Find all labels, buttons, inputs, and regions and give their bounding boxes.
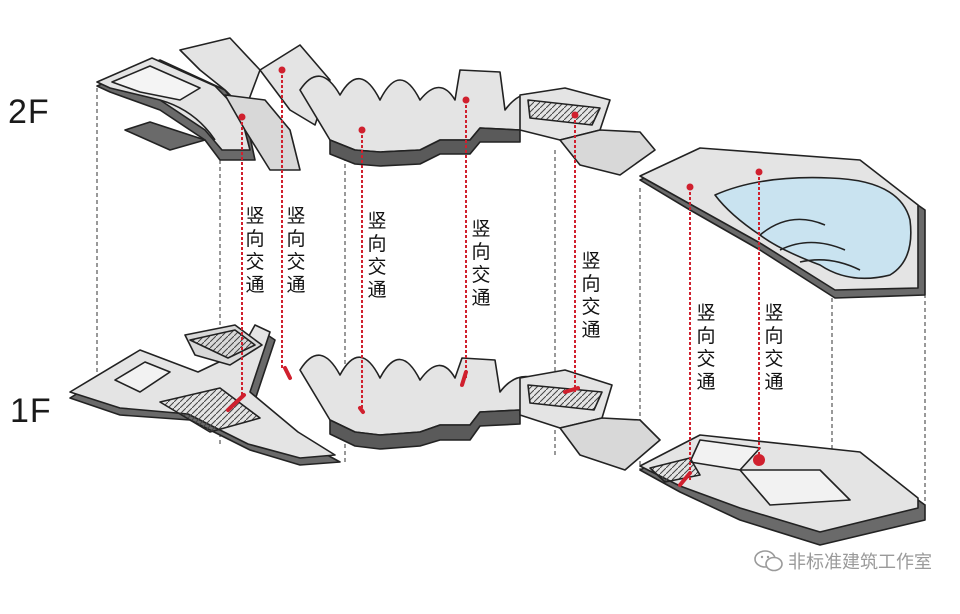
circulation-label: 竖向交通: [245, 205, 265, 296]
circulation-nodes: [238, 66, 763, 191]
vertical-circulation-lines: [241, 70, 760, 480]
circulation-label: 竖向交通: [581, 250, 601, 341]
stair-markers-1f: [226, 366, 692, 487]
floor-label-1f: 1F: [10, 392, 52, 430]
floor-2f-plan: [96, 37, 926, 299]
wechat-icon: [754, 550, 783, 572]
floor-label-2f: 2F: [8, 93, 50, 131]
circulation-label: 竖向交通: [471, 218, 491, 309]
circulation-label: 竖向交通: [286, 205, 306, 296]
watermark: 非标准建筑工作室: [754, 548, 932, 574]
circulation-label: 竖向交通: [696, 302, 716, 393]
watermark-text: 非标准建筑工作室: [788, 552, 932, 573]
circulation-label: 竖向交通: [367, 210, 387, 301]
circulation-label: 竖向交通: [764, 302, 784, 393]
floor-1f-plan: [69, 324, 926, 546]
elevator-marker-1f: [753, 454, 765, 466]
